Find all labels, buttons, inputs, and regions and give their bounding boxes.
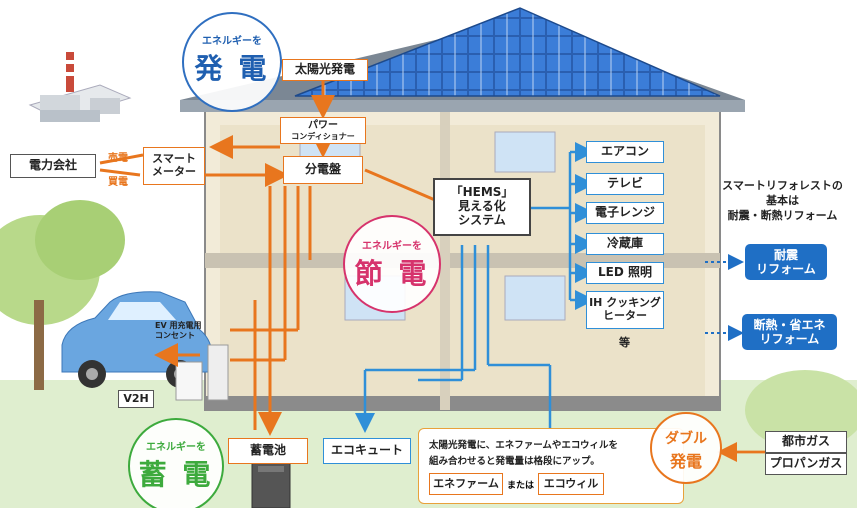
reform-note-line1: スマートリフォレストの	[722, 179, 843, 192]
generation-circle-title: 発 電	[194, 52, 270, 85]
smart-meter-box: スマート メーター	[143, 147, 205, 185]
etc-label: 等	[619, 336, 630, 349]
power-company-box: 電力会社	[10, 154, 96, 178]
tree-trunk	[34, 300, 44, 390]
double-circle-line2: 発電	[669, 452, 702, 471]
appliance-aircon: エアコン	[586, 141, 664, 163]
generation-circle: エネルギーを 発 電	[182, 12, 282, 112]
solar-power-box: 太陽光発電	[282, 59, 368, 81]
reform-note: スマートリフォレストの 基本は 耐震・断熱リフォーム	[710, 179, 855, 224]
appliance-fridge: 冷蔵庫	[586, 233, 664, 255]
city-gas-box: 都市ガス	[765, 431, 847, 453]
reform-note-line2: 基本は	[766, 193, 799, 207]
window	[494, 131, 556, 173]
power-conditioner-box: パワー コンディショナー	[280, 117, 366, 144]
window	[504, 275, 566, 321]
solar-panel-icon	[294, 7, 721, 97]
v2h-unit-icon	[175, 361, 203, 401]
bush-icon	[745, 370, 857, 450]
saving-circle: エネルギーを 節 電	[343, 215, 441, 313]
hems-title: 「HEMS」	[450, 185, 514, 200]
foundation	[205, 396, 720, 410]
power-conditioner-label: パワー	[308, 120, 338, 132]
appliance-led: LED 照明	[586, 262, 664, 284]
battery-box: 蓄電池	[228, 438, 308, 464]
ecowill-box: エコウィル	[538, 473, 605, 495]
or-label: または	[507, 480, 535, 491]
tree-icon	[35, 200, 125, 280]
ev-outlet-icon	[207, 344, 229, 401]
appliance-ih-heater: IH クッキング ヒーター	[586, 291, 664, 329]
propane-gas-box: プロパンガス	[765, 453, 847, 475]
double-generation-panel: 太陽光発電に、エネファームやエコウィルを 組み合わせると発電量は格段にアップ。 …	[418, 428, 684, 504]
saving-circle-subtitle: エネルギーを	[362, 241, 422, 252]
appliance-tv: テレビ	[586, 173, 664, 195]
seismic-reform-button[interactable]: 耐震 リフォーム	[745, 244, 827, 280]
appliance-microwave: 電子レンジ	[586, 202, 664, 224]
hems-box: 「HEMS」 見える化 システム	[433, 178, 531, 236]
ecocute-box: エコキュート	[323, 438, 411, 464]
storage-circle-title: 蓄 電	[138, 458, 214, 491]
v2h-box: V2H	[118, 390, 154, 408]
ev-outlet-label: EV 用充電用 コンセント	[155, 321, 202, 340]
sell-power-label: 売電	[108, 153, 128, 164]
double-generation-text-1: 太陽光発電に、エネファームやエコウィルを	[429, 440, 619, 451]
distribution-board-box: 分電盤	[283, 156, 363, 184]
wall	[440, 110, 450, 410]
roof-eave	[180, 100, 745, 112]
hems-line2: 見える化	[458, 199, 506, 214]
buy-power-label: 買電	[108, 177, 128, 188]
saving-circle-title: 節 電	[354, 257, 430, 290]
power-plant-icon	[28, 52, 132, 122]
storage-circle-subtitle: エネルギーを	[146, 442, 206, 453]
double-generation-options: エネファーム または エコウィル	[429, 473, 675, 495]
enefarm-box: エネファーム	[429, 473, 503, 495]
double-generation-circle: ダブル 発電	[650, 412, 722, 484]
insulation-reform-button[interactable]: 断熱・省エネ リフォーム	[742, 314, 837, 350]
double-circle-line1: ダブル	[665, 431, 707, 447]
reform-note-line3: 耐震・断熱リフォーム	[727, 208, 838, 222]
storage-circle: エネルギーを 蓄 電	[128, 418, 224, 508]
generation-circle-subtitle: エネルギーを	[202, 36, 262, 47]
hems-line3: システム	[458, 212, 506, 227]
double-generation-text-2: 組み合わせると発電量は格段にアップ。	[429, 456, 600, 467]
power-conditioner-sublabel: コンディショナー	[291, 131, 355, 141]
